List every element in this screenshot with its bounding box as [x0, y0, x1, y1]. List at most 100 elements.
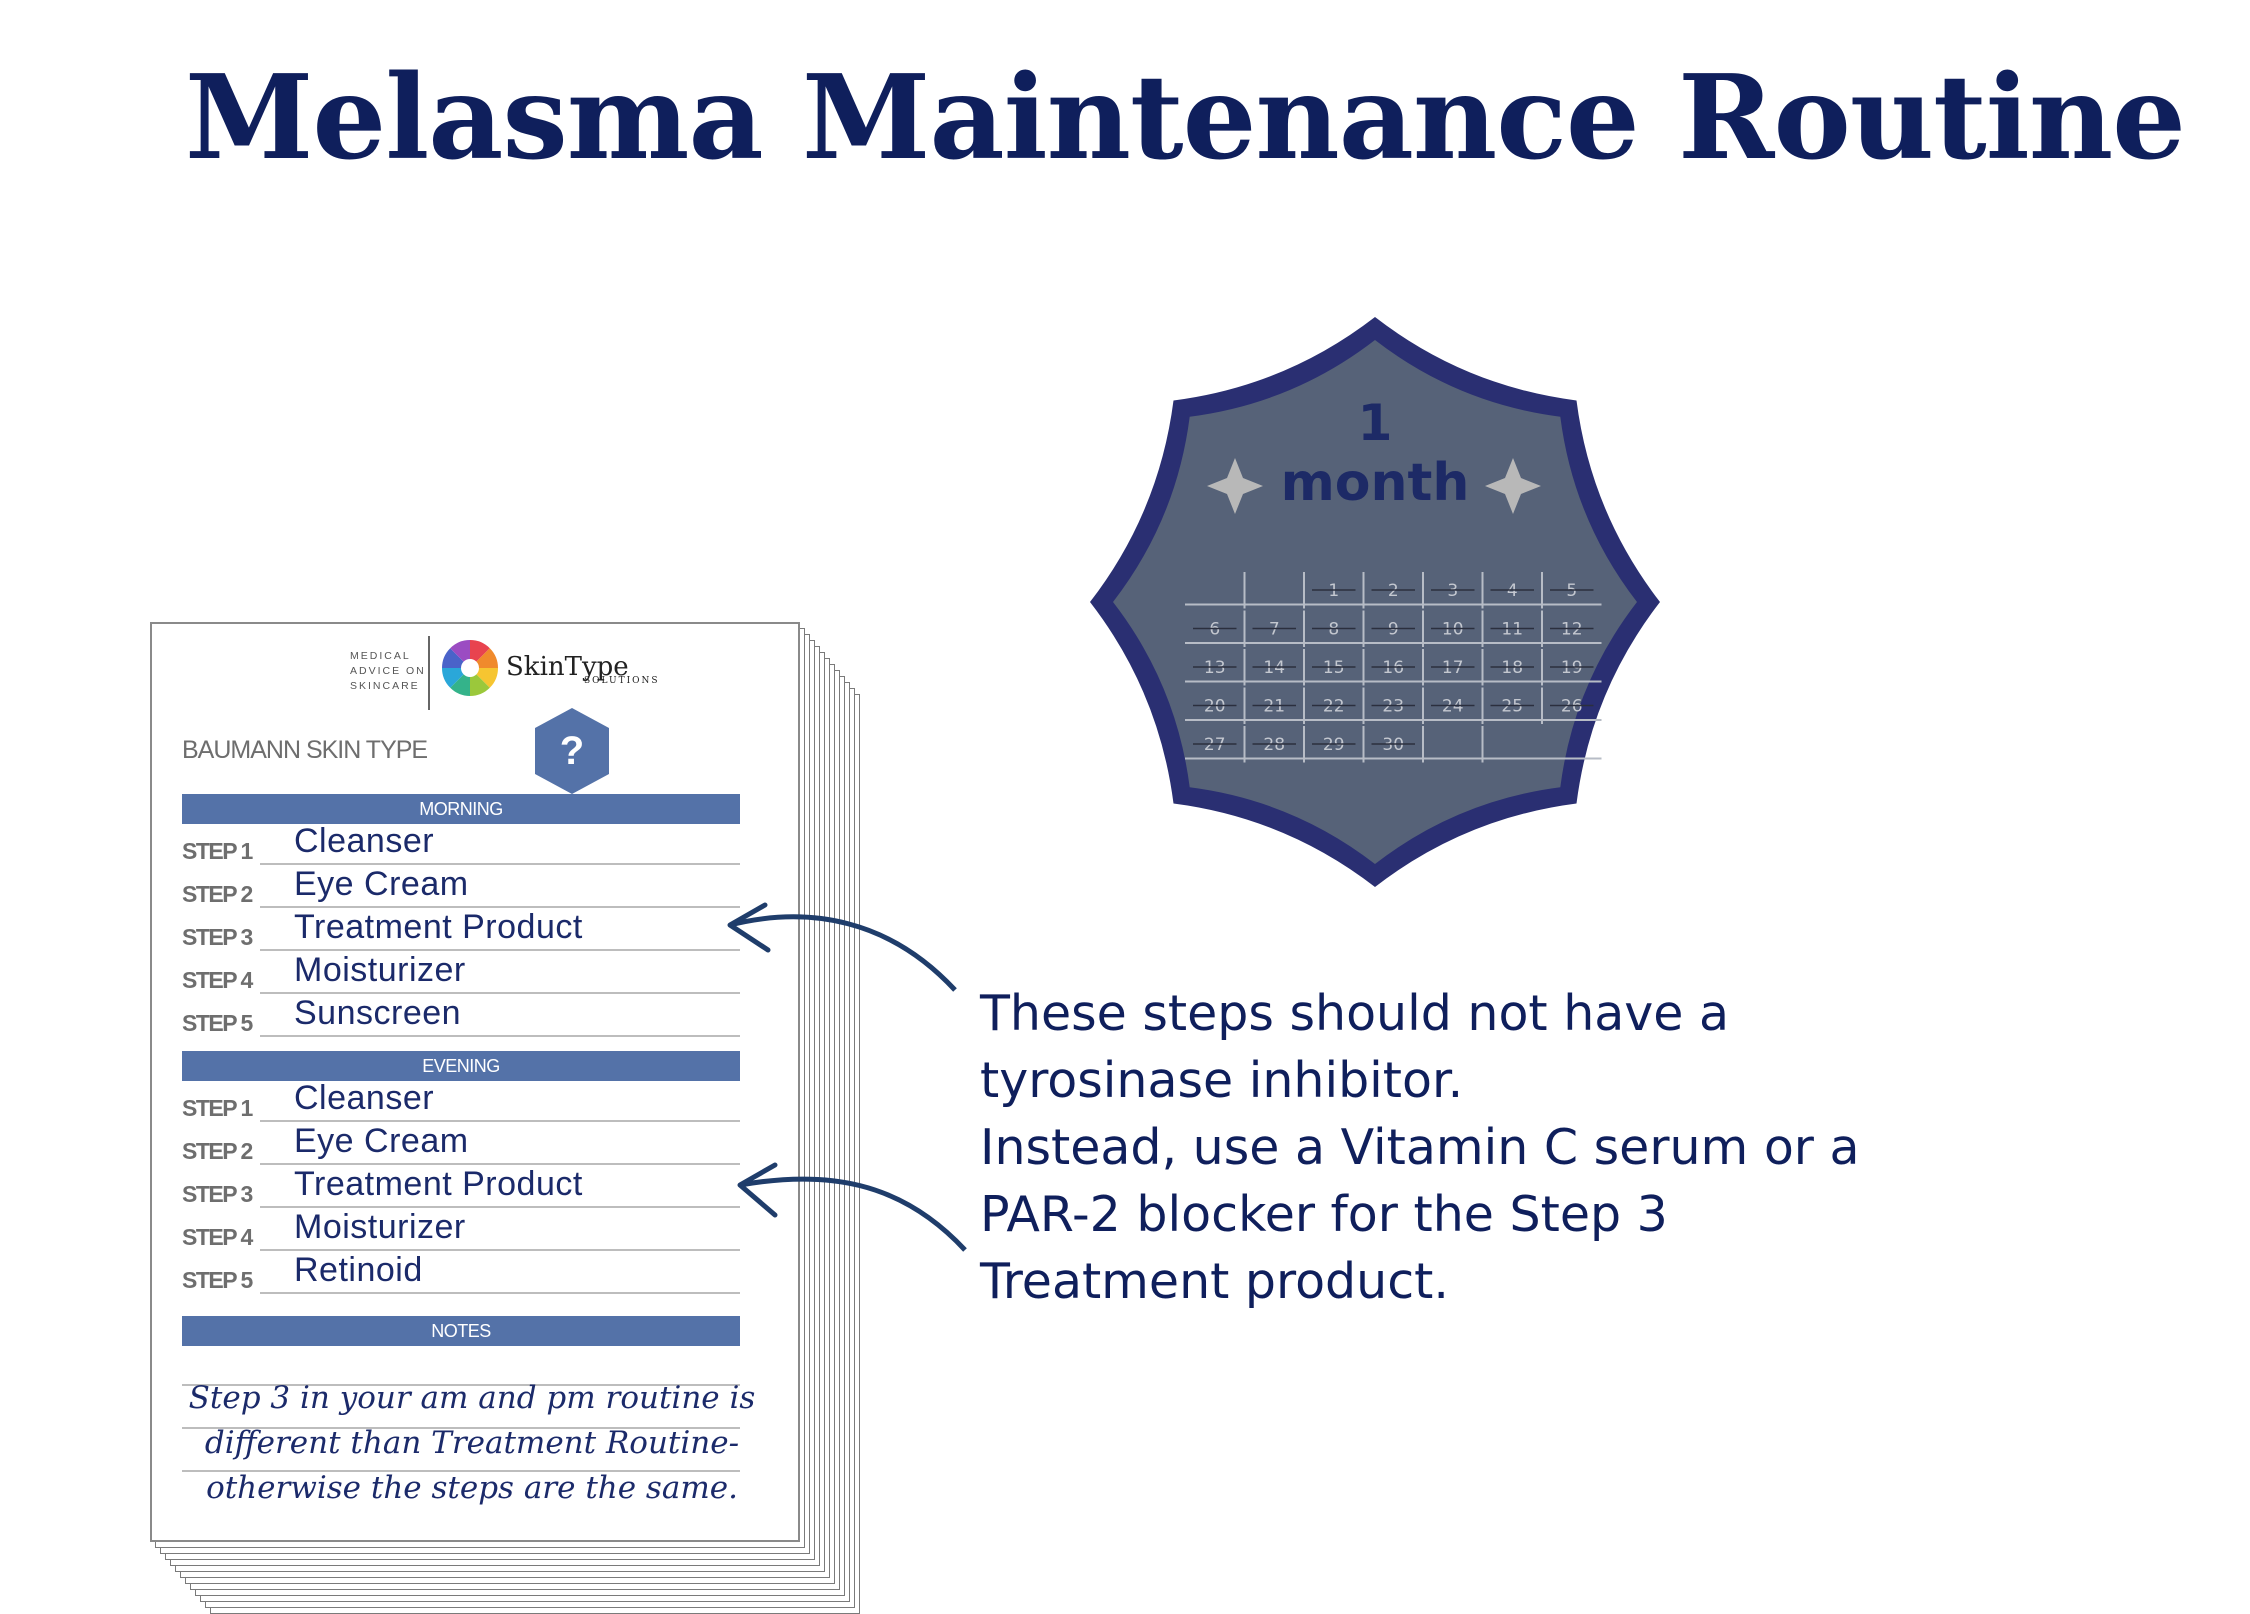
- info-line: Treatment product.: [980, 1253, 1449, 1310]
- calendar-number: 1: [1358, 394, 1393, 452]
- step-value: Cleanser: [294, 1079, 435, 1117]
- step-label: STEP 4: [182, 967, 253, 993]
- calendar-day: 28: [1263, 735, 1285, 755]
- calendar-day: 10: [1442, 620, 1464, 640]
- evening-header: EVENING: [182, 1051, 740, 1081]
- info-text: These steps should not have a tyrosinase…: [980, 980, 1980, 1315]
- calendar-day: 30: [1382, 735, 1404, 755]
- calendar-day: 26: [1561, 697, 1583, 717]
- question-badge-icon: ?: [535, 708, 609, 794]
- calendar-day: 20: [1204, 697, 1226, 717]
- calendar-day: 7: [1269, 620, 1280, 640]
- calendar-day: 14: [1263, 658, 1285, 678]
- calendar-day: 21: [1263, 697, 1285, 717]
- evening-step-1: STEP 1 Cleanser: [182, 1079, 740, 1124]
- morning-step-1: STEP 1 Cleanser: [182, 822, 740, 867]
- info-line: tyrosinase inhibitor.: [980, 1052, 1464, 1109]
- step-label: STEP 2: [182, 1138, 253, 1164]
- calendar-day: 25: [1501, 697, 1523, 717]
- step-value: Cleanser: [294, 822, 435, 860]
- step-value: Sunscreen: [294, 994, 462, 1032]
- notes-header: NOTES: [182, 1316, 740, 1346]
- calendar-day: 22: [1323, 697, 1345, 717]
- step-underline: [260, 1292, 740, 1294]
- logo-brand-sub: SOLUTIONS: [584, 676, 660, 686]
- evening-step-4: STEP 4 Moisturizer: [182, 1208, 740, 1253]
- logo-brand: SkinType: [506, 652, 629, 682]
- notes-line: [182, 1427, 740, 1429]
- step-value: Moisturizer: [294, 1208, 466, 1246]
- info-line: PAR-2 blocker for the Step 3: [980, 1186, 1668, 1243]
- step-label: STEP 1: [182, 838, 253, 864]
- calendar-day: 11: [1501, 620, 1523, 640]
- step-label: STEP 1: [182, 1095, 253, 1121]
- logo-tagline: MEDICAL ADVICE ON SKINCARE: [350, 649, 426, 694]
- morning-step-4: STEP 4 Moisturizer: [182, 951, 740, 996]
- calendar-day: 3: [1447, 581, 1458, 601]
- calendar-day: 2: [1388, 581, 1399, 601]
- calendar-day: 5: [1566, 581, 1577, 601]
- logo-tagline-line: MEDICAL: [350, 650, 411, 662]
- evening-step-5: STEP 5 Retinoid: [182, 1251, 740, 1296]
- notes-text: Step 3 in your am and pm routine is diff…: [172, 1376, 772, 1511]
- page-title: Melasma Maintenance Routine: [185, 50, 2186, 186]
- step-underline: [260, 1035, 740, 1037]
- step-label: STEP 5: [182, 1267, 253, 1293]
- calendar-day: 8: [1328, 620, 1339, 640]
- calendar-day: 15: [1323, 658, 1345, 678]
- step-underline: [260, 1206, 740, 1208]
- step-underline: [260, 949, 740, 951]
- routine-card: MEDICAL ADVICE ON SKINCARE SkinType SOLU…: [150, 622, 800, 1542]
- logo-tagline-line: ADVICE ON: [350, 665, 426, 677]
- step-label: STEP 4: [182, 1224, 253, 1250]
- sparkle-right-icon: [1485, 458, 1541, 514]
- calendar-day: 23: [1382, 697, 1404, 717]
- calendar-day: 12: [1561, 620, 1583, 640]
- step-underline: [260, 1163, 740, 1165]
- step-label: STEP 2: [182, 881, 253, 907]
- notes-text-line: otherwise the steps are the same.: [206, 1470, 738, 1506]
- morning-step-2: STEP 2 Eye Cream: [182, 865, 740, 910]
- calendar-day: 4: [1507, 581, 1518, 601]
- notes-text-line: Step 3 in your am and pm routine is: [188, 1380, 756, 1416]
- morning-step-5: STEP 5 Sunscreen: [182, 994, 740, 1039]
- step-value: Eye Cream: [294, 865, 469, 903]
- step-label: STEP 3: [182, 924, 253, 950]
- calendar-day: 13: [1204, 658, 1226, 678]
- calendar-day: 18: [1501, 658, 1523, 678]
- step-value: Eye Cream: [294, 1122, 469, 1160]
- step-value: Moisturizer: [294, 951, 466, 989]
- skin-type-label: BAUMANN SKIN TYPE: [182, 736, 428, 764]
- notes-line: [182, 1384, 740, 1386]
- step-underline: [260, 1120, 740, 1122]
- step-value: Treatment Product: [294, 1165, 583, 1203]
- evening-step-2: STEP 2 Eye Cream: [182, 1122, 740, 1167]
- notes-text-line: different than Treatment Routine-: [204, 1425, 740, 1461]
- logo-tagline-line: SKINCARE: [350, 680, 420, 692]
- sparkle-left-icon: [1207, 458, 1263, 514]
- calendar-day: 16: [1382, 658, 1404, 678]
- step-value: Retinoid: [294, 1251, 423, 1289]
- badge-symbol: ?: [560, 729, 584, 773]
- calendar-day: 1: [1328, 581, 1339, 601]
- calendar-day: 17: [1442, 658, 1464, 678]
- color-wheel-icon: [442, 640, 498, 696]
- morning-header: MORNING: [182, 794, 740, 824]
- calendar-day: 29: [1323, 735, 1345, 755]
- calendar-day: 19: [1561, 658, 1583, 678]
- step-label: STEP 5: [182, 1010, 253, 1036]
- calendar-unit: month: [1281, 453, 1470, 513]
- step-underline: [260, 992, 740, 994]
- info-line: These steps should not have a: [980, 985, 1730, 1042]
- calendar-day: 6: [1209, 620, 1220, 640]
- step-underline: [260, 906, 740, 908]
- calendar-day: 24: [1442, 697, 1464, 717]
- calendar-day: 9: [1388, 620, 1399, 640]
- evening-step-3: STEP 3 Treatment Product: [182, 1165, 740, 1210]
- info-line: Instead, use a Vitamin C serum or a: [980, 1119, 1860, 1176]
- step-label: STEP 3: [182, 1181, 253, 1207]
- step-underline: [260, 863, 740, 865]
